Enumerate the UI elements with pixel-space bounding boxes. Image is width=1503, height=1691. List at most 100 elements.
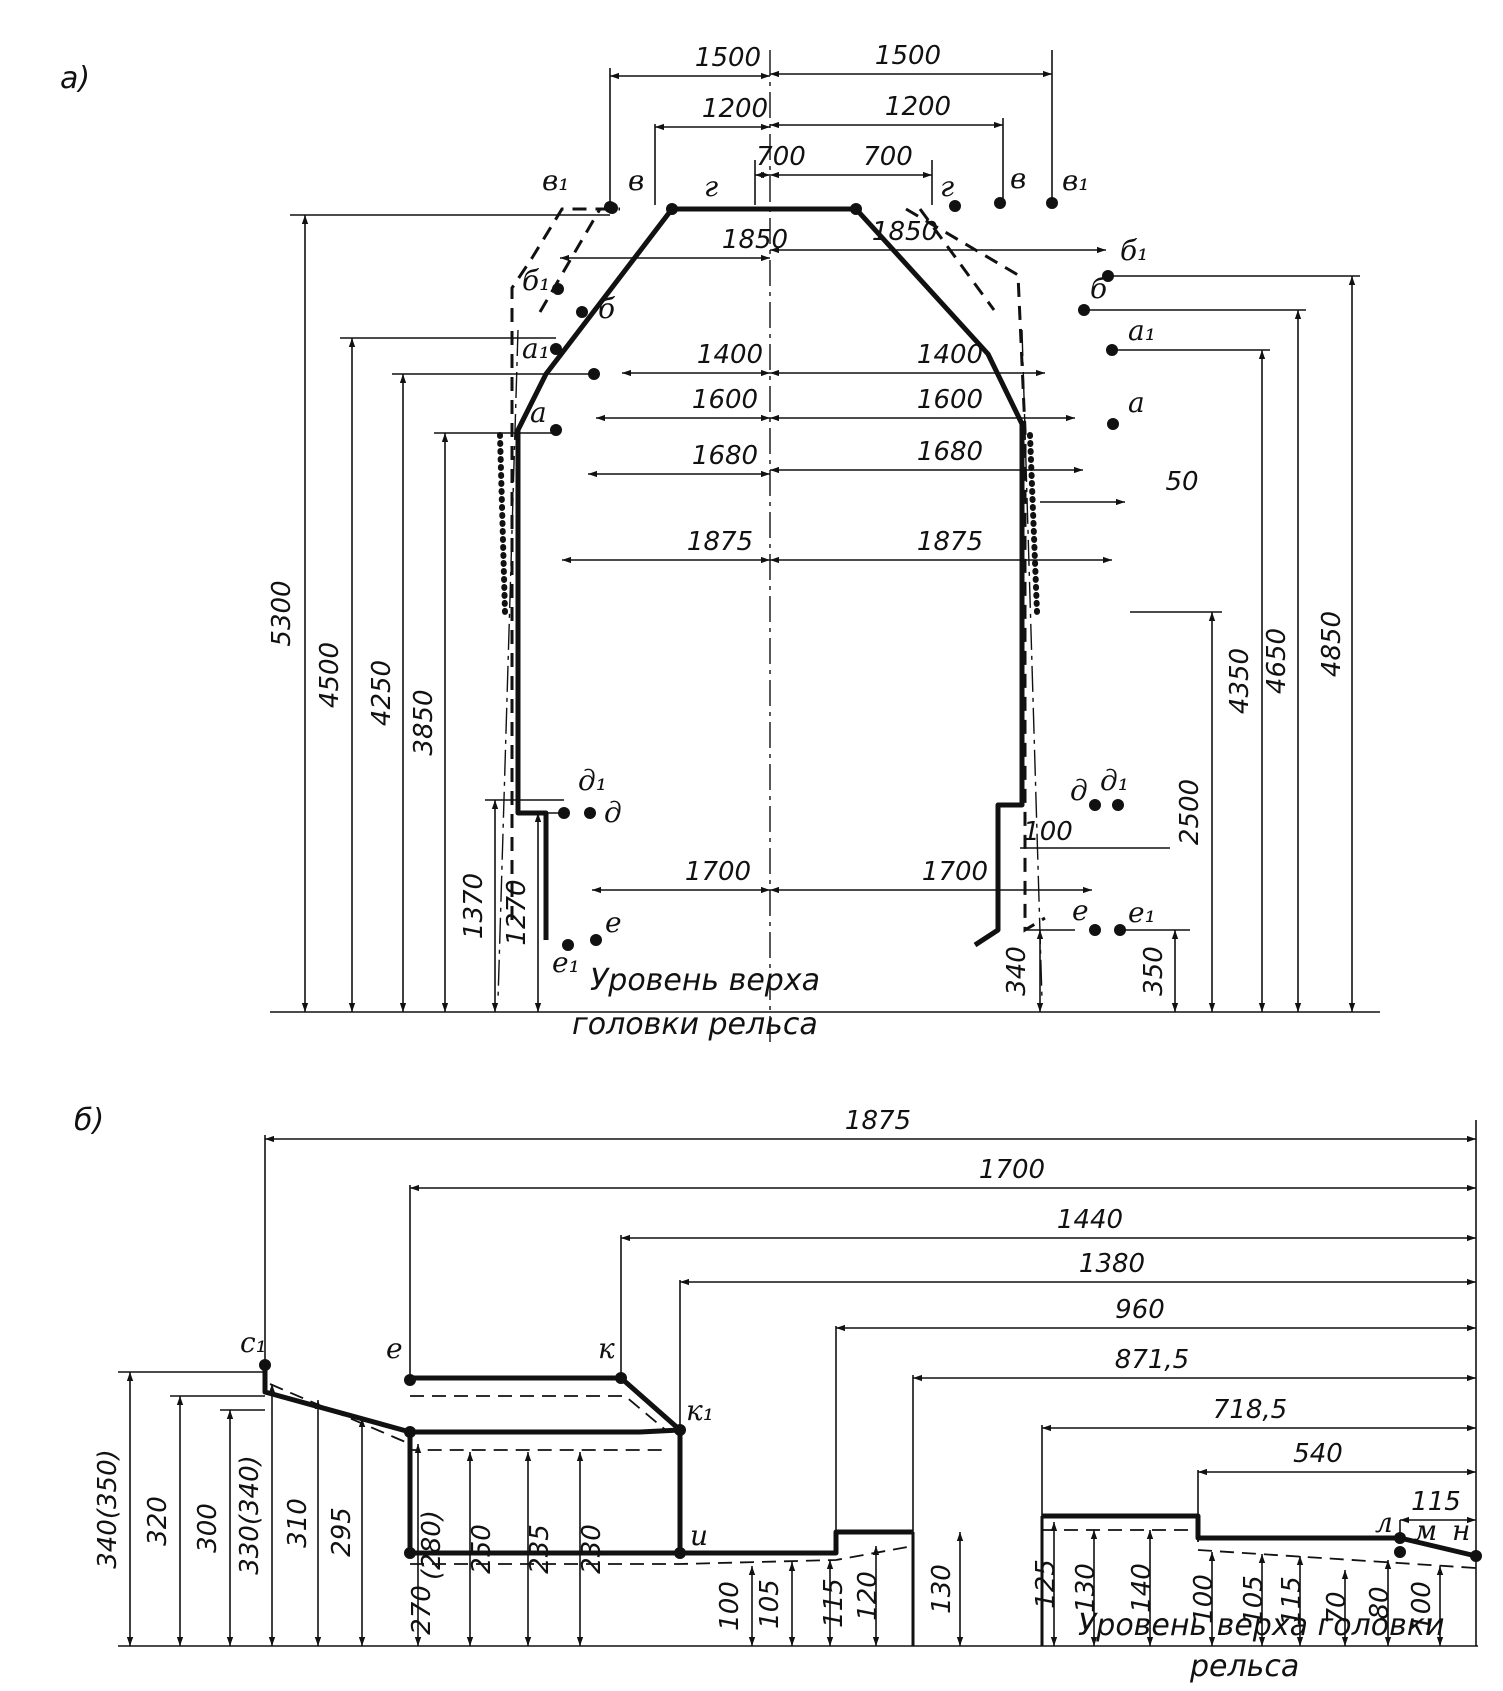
- dim-b-100-far-value: 100: [1407, 1581, 1437, 1631]
- point-e-left: е: [605, 906, 622, 939]
- dim-b-130-right-value: 130: [1071, 1563, 1101, 1613]
- dim-a-1680-right-value: 1680: [917, 437, 983, 467]
- point-e-b: е: [386, 1332, 403, 1365]
- dotted-strip-left: [497, 432, 508, 615]
- dim-b-80-value: 80: [1365, 1586, 1395, 1619]
- point-k1: к₁: [686, 1394, 714, 1427]
- dim-a-3850-value: 3850: [409, 689, 439, 755]
- dim-a-4500-value: 4500: [315, 642, 345, 708]
- dim-b-280-value: (280): [417, 1510, 447, 1580]
- dim-b-140-value: 140: [1127, 1563, 1157, 1613]
- dim-b-300-value: 300: [193, 1503, 223, 1553]
- dim-b-100-left-value: 100: [715, 1581, 745, 1631]
- point-b1-right: б₁: [1120, 234, 1148, 267]
- dim-b-540-value: 540: [1293, 1439, 1343, 1469]
- point-v1-left: в₁: [542, 164, 570, 197]
- dim-b-115-value: 115: [1411, 1487, 1461, 1517]
- rail-caption-b-line2: рельса: [1189, 1649, 1299, 1684]
- point-g-left: г: [704, 170, 718, 203]
- dim-b-871-value: 871,5: [1115, 1345, 1189, 1375]
- point-b-right: б: [1090, 272, 1108, 305]
- gauge-b-diagram: с₁ е к к₁ и л м н: [118, 1120, 1482, 1647]
- dim-a-700-right-value: 700: [863, 142, 913, 172]
- dim-b-960-value: 960: [1115, 1295, 1165, 1325]
- dim-b-105-right-value: 105: [1239, 1575, 1269, 1625]
- point-l: л: [1375, 1506, 1393, 1539]
- dim-a-4850-value: 4850: [1317, 611, 1347, 677]
- dim-a-1600-left-value: 1600: [692, 385, 758, 415]
- dashed-inner-2: [410, 1395, 669, 1433]
- dim-a-50-value: 50: [1165, 467, 1198, 497]
- dim-b-250-value: 250: [467, 1524, 497, 1574]
- point-i: и: [690, 1519, 708, 1552]
- dashed-inner-1: [269, 1383, 668, 1451]
- dim-a-700-left-value: 700: [756, 142, 806, 172]
- dim-a-100-value: 100: [1023, 817, 1073, 847]
- dim-a-1400-right-value: 1400: [917, 340, 983, 370]
- dim-a-1200-right-value: 1200: [885, 92, 951, 122]
- dim-a-1200-left-value: 1200: [702, 94, 768, 124]
- point-a-left: а: [530, 396, 547, 429]
- extended-outline-right-inner: [918, 208, 996, 311]
- limit-line-left: [497, 329, 519, 1001]
- gauge-b-points: [259, 1359, 1482, 1562]
- point-e1-right: е₁: [1128, 896, 1156, 929]
- point-a1-left: а₁: [522, 332, 550, 365]
- dim-a-4350-value: 4350: [1225, 648, 1255, 714]
- dim-b-125-value: 125: [1031, 1559, 1061, 1609]
- dim-b-120-left-value: 120: [853, 1571, 883, 1621]
- point-d-right: д: [1070, 774, 1088, 807]
- point-b1-left: б₁: [522, 264, 550, 297]
- dim-b-100-right-value: 100: [1189, 1574, 1219, 1624]
- dim-a-1875-left-value: 1875: [687, 527, 753, 557]
- dim-a-1400-left-value: 1400: [697, 340, 763, 370]
- point-v-left: в: [628, 164, 644, 197]
- point-g-right: г: [940, 170, 954, 203]
- point-m: м: [1414, 1514, 1437, 1547]
- dim-a-2500-value: 2500: [1175, 779, 1205, 845]
- dim-b-70-value: 70: [1322, 1591, 1352, 1624]
- dim-b-1875-value: 1875: [845, 1106, 911, 1136]
- dim-a-1850-right-value: 1850: [872, 217, 938, 247]
- dim-b-340-350-value: 340(350): [93, 1449, 123, 1569]
- dim-b-130-left-value: 130: [927, 1564, 957, 1614]
- dim-b-718-value: 718,5: [1213, 1395, 1287, 1425]
- rail-caption-a: Уровень верха головки рельса: [572, 963, 820, 1042]
- dashed-inner-4: [1042, 1529, 1477, 1569]
- dim-b-320-value: 320: [143, 1496, 173, 1546]
- point-d-left: д: [604, 796, 622, 829]
- step-outline-mid: [680, 1529, 913, 1556]
- extended-outline-right: [905, 207, 1046, 933]
- dim-a-1700-right-value: 1700: [922, 857, 988, 887]
- part-a-label: а): [60, 61, 90, 96]
- dim-a-4650-value: 4650: [1262, 628, 1292, 694]
- gauge-a-diagram: в₁ в г г в в₁ б₁ б а₁ а б₁ б а₁ а д₁ д е…: [270, 50, 1380, 1048]
- point-k: к: [598, 1332, 615, 1365]
- dim-a-350-value: 350: [1139, 946, 1169, 996]
- point-v1-right: в₁: [1062, 164, 1090, 197]
- dim-b-105-left-value: 105: [755, 1579, 785, 1629]
- dim-a-340-value: 340: [1002, 946, 1032, 996]
- step-outline-right: [1042, 1513, 1477, 1559]
- dim-b-270-value: 270: [407, 1585, 437, 1635]
- dim-a-1370-value: 1370: [459, 873, 489, 939]
- dim-a-1680-left-value: 1680: [692, 441, 758, 471]
- dim-a-4250-value: 4250: [367, 660, 397, 726]
- point-a1-right: а₁: [1128, 314, 1156, 347]
- dotted-strip-right: [1027, 432, 1040, 615]
- dim-a-1270-value: 1270: [502, 879, 532, 945]
- dim-b-235-value: 235: [525, 1524, 555, 1574]
- point-b-left: б: [598, 292, 616, 325]
- extended-outline-left: [510, 207, 620, 920]
- dim-b-295-value: 295: [327, 1507, 357, 1557]
- dim-a-5300-value: 5300: [267, 580, 297, 646]
- step-outline-upper: [262, 1365, 683, 1556]
- point-e1-left: е₁: [552, 946, 580, 979]
- dim-b-310-value: 310: [283, 1498, 313, 1548]
- dim-a-1700-left-value: 1700: [685, 857, 751, 887]
- dim-b-230-value: 230: [577, 1524, 607, 1574]
- dim-b-330-340-value: 330(340): [235, 1455, 265, 1575]
- point-d1-left: д₁: [578, 764, 607, 797]
